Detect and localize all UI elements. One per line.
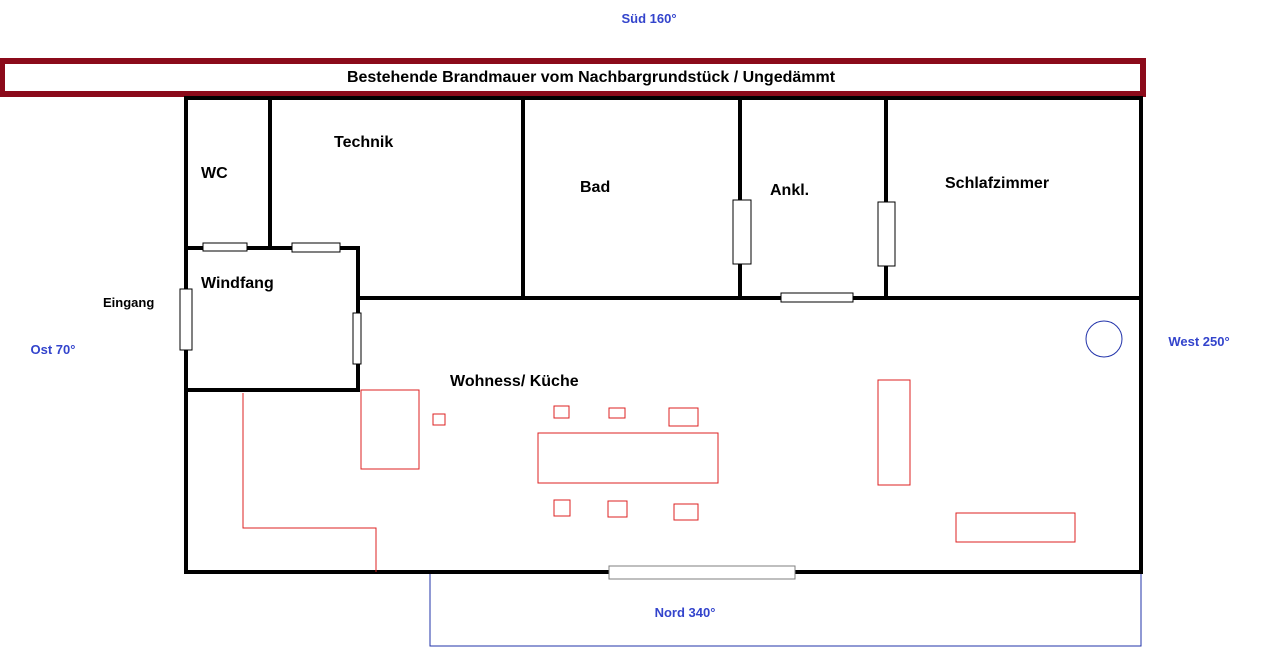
room-label-schlafzimmer: Schlafzimmer bbox=[945, 175, 1049, 192]
door-ankl-schlafzimmer bbox=[877, 201, 896, 267]
door-bad-ankl bbox=[732, 199, 752, 265]
room-label-wc: WC bbox=[201, 165, 228, 182]
outer-walls bbox=[184, 96, 1143, 574]
firewall-title: Bestehende Brandmauer vom Nachbargrundst… bbox=[347, 69, 836, 86]
room-label-wohness: Wohness/ Küche bbox=[450, 373, 579, 390]
door-entrance bbox=[179, 288, 193, 351]
room-label-windfang: Windfang bbox=[201, 275, 274, 292]
window-north bbox=[608, 565, 796, 580]
dining-table bbox=[537, 432, 719, 484]
kitchen-island bbox=[360, 389, 420, 470]
chair-2 bbox=[608, 407, 626, 419]
shelf bbox=[877, 379, 911, 486]
sideboard bbox=[955, 512, 1076, 543]
chair-1 bbox=[553, 405, 570, 419]
furniture bbox=[242, 379, 1076, 572]
room-label-technik: Technik bbox=[334, 134, 393, 151]
terrace-outline bbox=[429, 571, 1142, 647]
round-stove bbox=[1085, 320, 1123, 358]
label-eingang: Eingang bbox=[103, 295, 154, 310]
door-windfang-wohnen bbox=[352, 312, 362, 365]
door-ankl-wohnen bbox=[780, 292, 854, 303]
chair-6 bbox=[673, 503, 699, 521]
door-wc bbox=[202, 242, 248, 252]
firewall-banner bbox=[0, 58, 1146, 97]
compass-east-label: Ost 70° bbox=[31, 342, 76, 357]
compass-north-label: Nord 340° bbox=[655, 605, 716, 620]
compass-south-label: Süd 160° bbox=[621, 11, 676, 26]
chair-5 bbox=[607, 500, 628, 518]
kitchen-counter bbox=[242, 393, 377, 572]
room-label-bad: Bad bbox=[580, 179, 610, 196]
chair-4 bbox=[553, 499, 571, 517]
chair-3 bbox=[668, 407, 699, 427]
door-technik bbox=[291, 242, 341, 253]
small-stool bbox=[432, 413, 446, 426]
room-label-ankl: Ankl. bbox=[770, 182, 809, 199]
compass-west-label: West 250° bbox=[1168, 334, 1229, 349]
